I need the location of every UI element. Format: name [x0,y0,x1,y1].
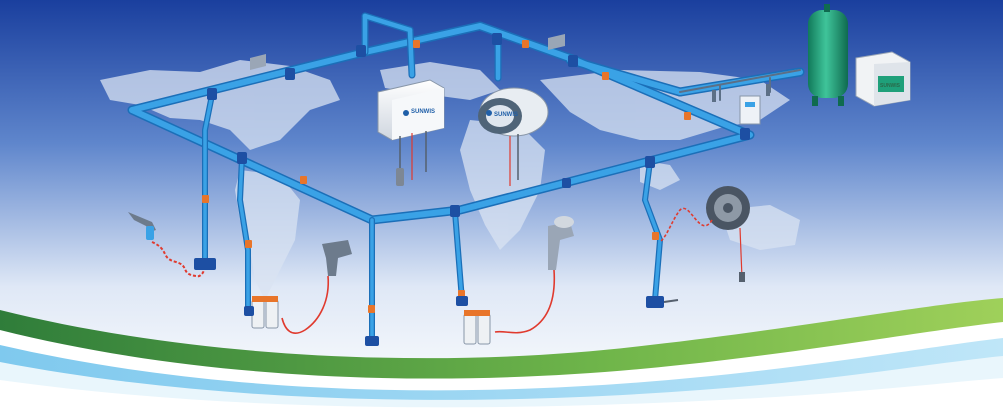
wall-brackets [250,34,565,70]
hose-reel-drum-icon: SUNWIS [478,87,549,186]
frl-unit-icon [251,296,491,345]
hose-reel-box-icon: SUNWIS [377,79,445,186]
pipe-network [127,12,805,343]
open-hose-reel-icon [646,186,750,308]
drop-outlets [244,296,468,346]
air-tank-icon [808,4,848,106]
impact-wrench-icon [281,240,352,334]
hose-reel-drum-brand: SUNWIS [494,112,518,118]
bottom-wave [0,298,1003,410]
pipe-fittings [207,33,750,217]
spray-gun-icon [494,216,574,334]
blow-gun-icon [128,212,216,278]
hose-reel-box-brand: SUNWIS [411,109,435,115]
compressor-badge: SUNWIS [880,83,901,89]
air-compressor-icon: SUNWIS [855,51,911,107]
filter-dryer-icon [712,84,770,125]
